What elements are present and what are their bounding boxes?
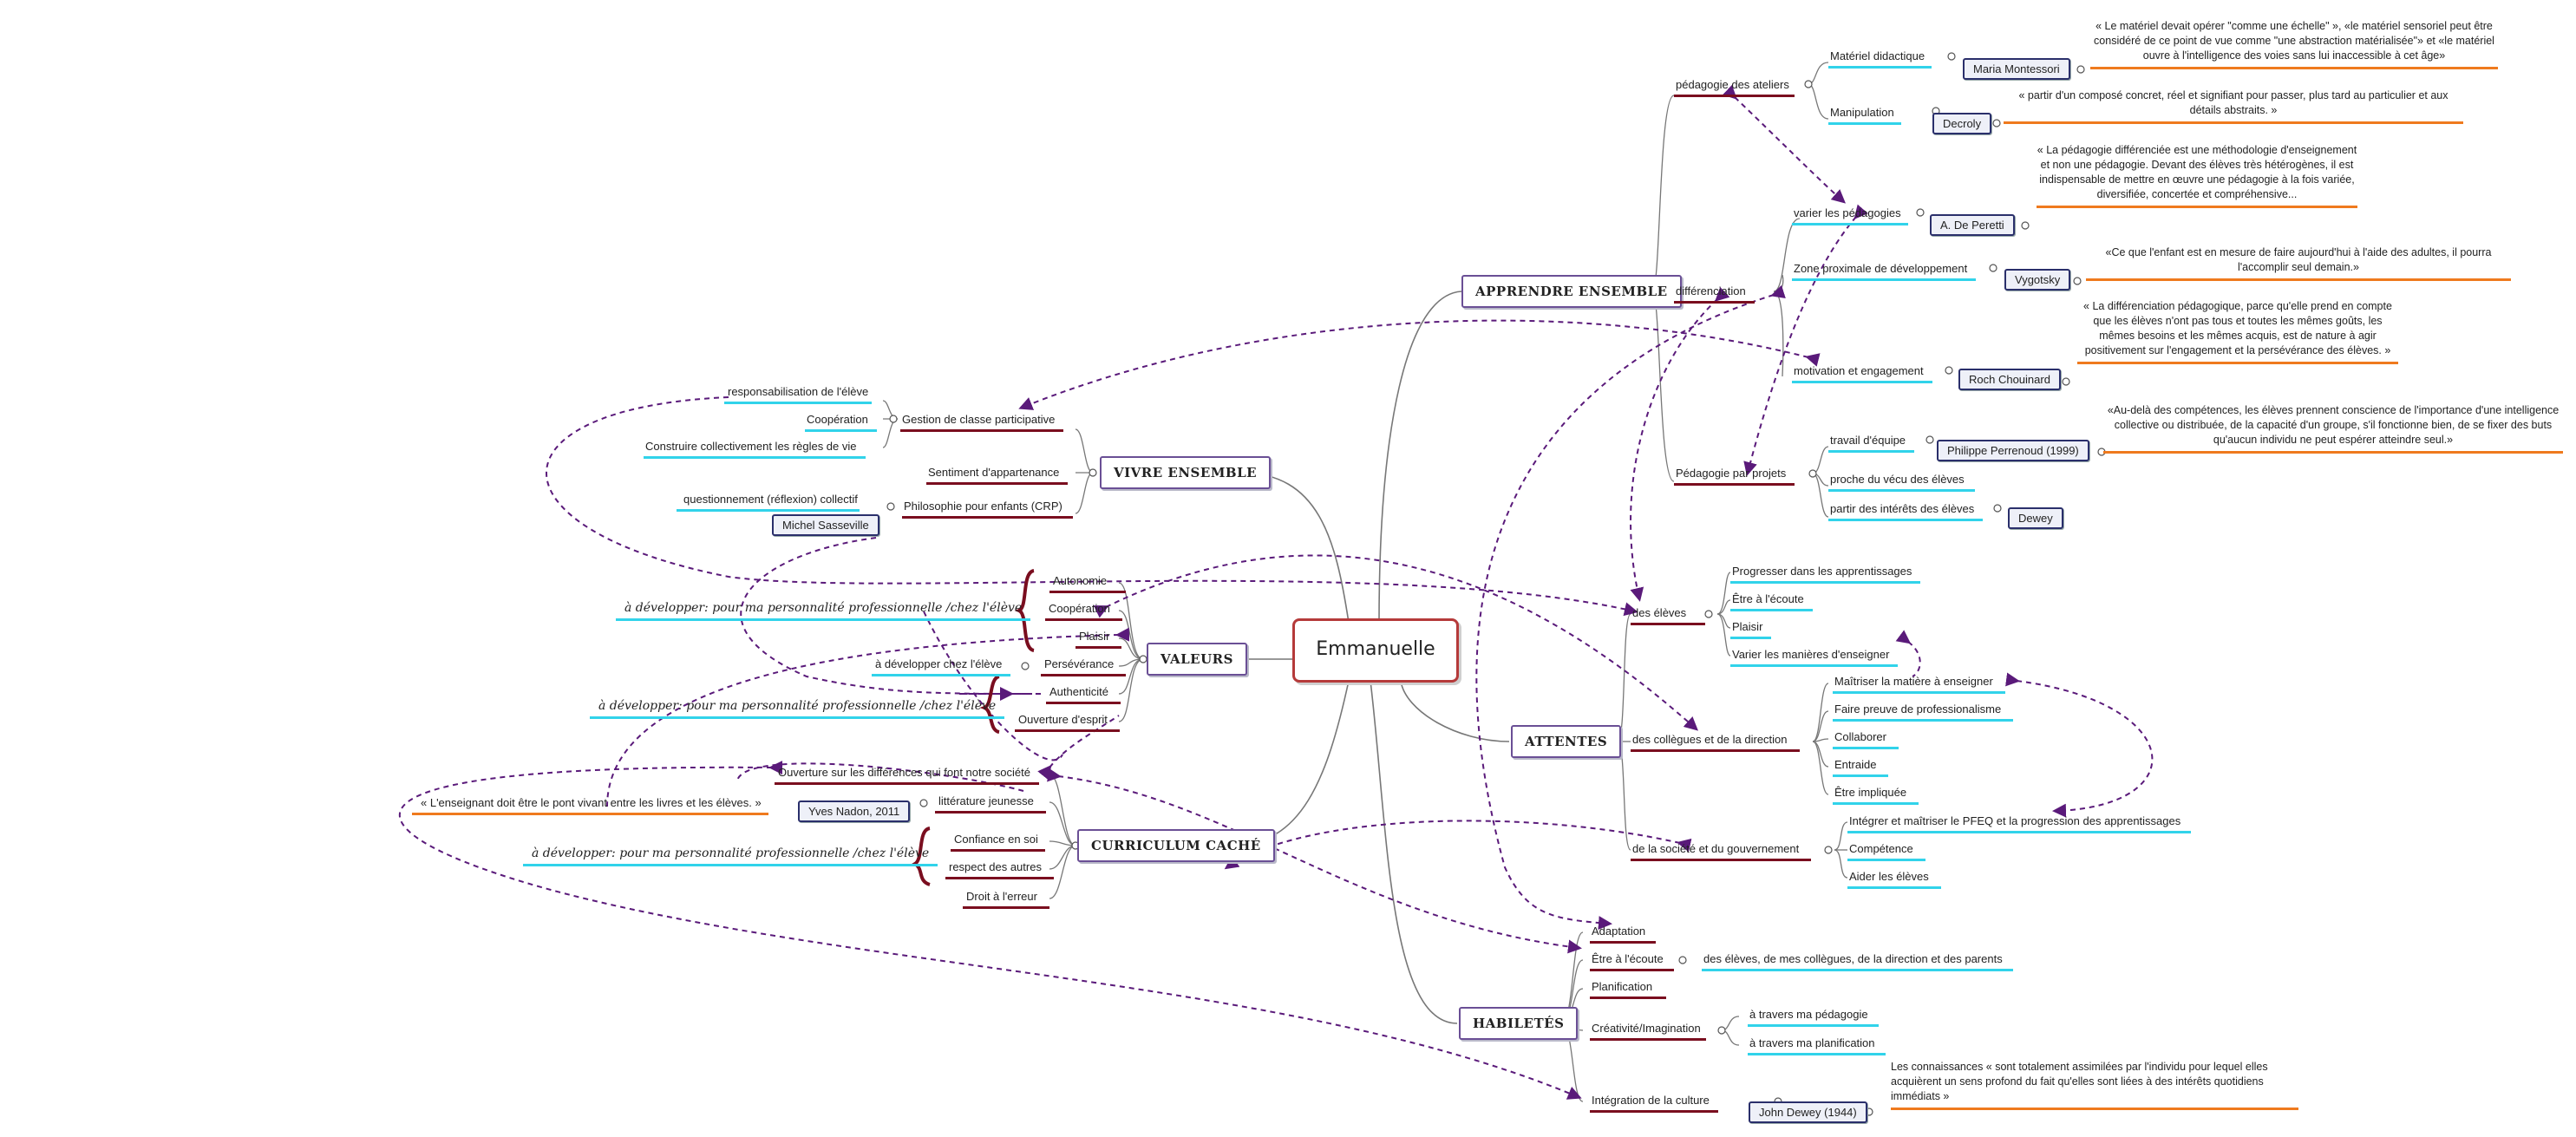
ref-michel-sasseville[interactable]: Michel Sasseville (772, 514, 879, 536)
node-materiel-didactique[interactable]: Matériel didactique (1828, 49, 1932, 69)
node-ouverture-esprit[interactable]: Ouverture d'esprit (1015, 713, 1120, 732)
node-pfeq[interactable]: Intégrer et maîtriser le PFEQ et la prog… (1847, 814, 2192, 833)
relationship-links (398, 84, 2154, 1100)
ref-philippe-perrenoud[interactable]: Philippe Perrenoud (1999) (1937, 440, 2089, 461)
note-developper-3: à développer: pour ma personnalité profe… (523, 846, 938, 866)
quote-john-dewey: Les connaissances « sont totalement assi… (1891, 1060, 2298, 1110)
node-plaisir-valeurs[interactable]: Plaisir (1076, 630, 1122, 649)
ref-vygotsky[interactable]: Vygotsky (2004, 269, 2071, 291)
ref-john-dewey[interactable]: John Dewey (1944) (1749, 1101, 1867, 1123)
quote-chouinard: « La différenciation pédagogique, parce … (2077, 299, 2398, 364)
note-developper-1: à développer: pour ma personnalité profe… (616, 601, 1031, 621)
note-developper-2: à développer: pour ma personnalité profe… (590, 699, 1005, 719)
node-attentes-societe[interactable]: de la société et du gouvernement (1631, 842, 1812, 861)
node-pedagogie-ateliers[interactable]: pédagogie des ateliers (1674, 78, 1795, 97)
node-confiance-soi[interactable]: Confiance en soi (951, 833, 1045, 852)
node-zone-proximale[interactable]: Zone proximale de développement (1792, 262, 1977, 281)
node-ouverture-differences[interactable]: Ouverture sur les différences qui font n… (775, 766, 1039, 785)
node-adaptation[interactable]: Adaptation (1590, 925, 1657, 944)
node-authenticite[interactable]: Authenticité (1046, 685, 1121, 704)
node-planification[interactable]: Planification (1590, 980, 1667, 999)
node-perseverance[interactable]: Persévérance (1041, 657, 1127, 676)
node-plaisir-attentes[interactable]: Plaisir (1730, 620, 1772, 639)
node-impliquee[interactable]: Être impliquée (1833, 786, 1919, 805)
quote-de-peretti: « La pédagogie différenciée est une méth… (2037, 143, 2357, 208)
quote-montessori: « Le matériel devait opérer "comme une é… (2090, 19, 2498, 69)
quote-vygotsky: «Ce que l'enfant est en mesure de faire … (2086, 245, 2511, 281)
node-entraide[interactable]: Entraide (1833, 758, 1889, 777)
ref-roch-chouinard[interactable]: Roch Chouinard (1958, 369, 2061, 390)
ref-decroly[interactable]: Decroly (1932, 113, 1992, 134)
ref-dewey[interactable]: Dewey (2008, 507, 2063, 529)
node-questionnement[interactable]: questionnement (réflexion) collectif (677, 493, 860, 512)
node-creativite[interactable]: Créativité/Imagination (1590, 1022, 1706, 1041)
node-differenciation[interactable]: différenciation (1674, 284, 1755, 304)
node-responsabilisation[interactable]: responsabilisation de l'élève (724, 385, 873, 404)
connector-dots (886, 52, 2106, 1116)
node-respect-autres[interactable]: respect des autres (945, 860, 1054, 879)
node-manipulation[interactable]: Manipulation (1828, 106, 1901, 125)
node-sentiment-appartenance[interactable]: Sentiment d'appartenance (926, 466, 1069, 485)
node-travail-equipe[interactable]: travail d'équipe (1828, 434, 1915, 453)
node-professionnalisme[interactable]: Faire preuve de professionalisme (1833, 702, 2014, 722)
node-motivation-engagement[interactable]: motivation et engagement (1792, 364, 1932, 383)
node-progresser[interactable]: Progresser dans les apprentissages (1730, 565, 1921, 584)
node-philo-enfants[interactable]: Philosophie pour enfants (CRP) (902, 500, 1073, 519)
node-cooperation-valeurs[interactable]: Coopération (1045, 602, 1122, 621)
ref-de-peretti[interactable]: A. De Peretti (1930, 214, 2015, 236)
branch-apprendre-ensemble[interactable]: APPRENDRE ENSEMBLE (1461, 275, 1682, 308)
central-topic[interactable]: Emmanuelle (1292, 618, 1459, 683)
node-ecoute-attentes[interactable]: Être à l'écoute (1730, 592, 1813, 611)
node-travers-planification[interactable]: à travers ma planification (1748, 1036, 1886, 1055)
node-pedagogie-projets[interactable]: Pédagogie par projets (1674, 467, 1795, 486)
node-attentes-collegues[interactable]: des collègues et de la direction (1631, 733, 1800, 752)
node-aider-eleves[interactable]: Aider les élèves (1847, 870, 1941, 889)
node-integration-culture[interactable]: Intégration de la culture (1590, 1094, 1718, 1113)
quote-decroly: « partir d'un composé concret, réel et s… (2004, 88, 2463, 124)
node-cooperation-vivre[interactable]: Coopération (805, 413, 877, 432)
node-developper-chez-eleve[interactable]: à développer chez l'élève (872, 657, 1011, 676)
node-collaborer[interactable]: Collaborer (1833, 730, 1899, 749)
branch-valeurs[interactable]: VALEURS (1147, 643, 1247, 676)
node-maitriser-matiere[interactable]: Maîtriser la matière à enseigner (1833, 675, 2005, 694)
node-autonomie[interactable]: Autonomie (1049, 574, 1127, 593)
node-varier-manieres[interactable]: Varier les manières d'enseigner (1730, 648, 1899, 667)
node-ecoute-detail[interactable]: des élèves, de mes collègues, de la dire… (1702, 952, 2013, 971)
ref-yves-nadon[interactable]: Yves Nadon, 2011 (798, 800, 911, 822)
node-regles-vie[interactable]: Construire collectivement les règles de … (644, 440, 866, 459)
node-gestion-classe[interactable]: Gestion de classe participative (900, 413, 1064, 432)
node-proche-vecu[interactable]: proche du vécu des élèves (1828, 473, 1975, 492)
node-litterature-jeunesse[interactable]: littérature jeunesse (935, 794, 1046, 814)
branch-curriculum-cache[interactable]: CURRICULUM CACHÉ (1077, 829, 1275, 862)
quote-perrenoud: «Au-delà des compétences, les élèves pre… (2103, 403, 2563, 454)
quote-nadon: « L'enseignant doit être le pont vivant … (412, 796, 768, 815)
node-travers-pedagogie[interactable]: à travers ma pédagogie (1748, 1008, 1879, 1027)
node-competence[interactable]: Compétence (1847, 842, 1925, 861)
node-droit-erreur[interactable]: Droit à l'erreur (963, 890, 1049, 909)
node-attentes-eleves[interactable]: des élèves (1631, 606, 1706, 625)
branch-vivre-ensemble[interactable]: VIVRE ENSEMBLE (1100, 456, 1272, 489)
branch-attentes[interactable]: ATTENTES (1511, 725, 1622, 758)
node-ecoute-habiletes[interactable]: Être à l'écoute (1590, 952, 1674, 971)
ref-maria-montessori[interactable]: Maria Montessori (1963, 58, 2070, 80)
node-varier-pedagogies[interactable]: varier les pédagogies (1792, 206, 1908, 225)
node-partir-interets[interactable]: partir des intérêts des élèves (1828, 502, 1984, 521)
branch-habiletes[interactable]: HABILETÉS (1459, 1007, 1579, 1040)
